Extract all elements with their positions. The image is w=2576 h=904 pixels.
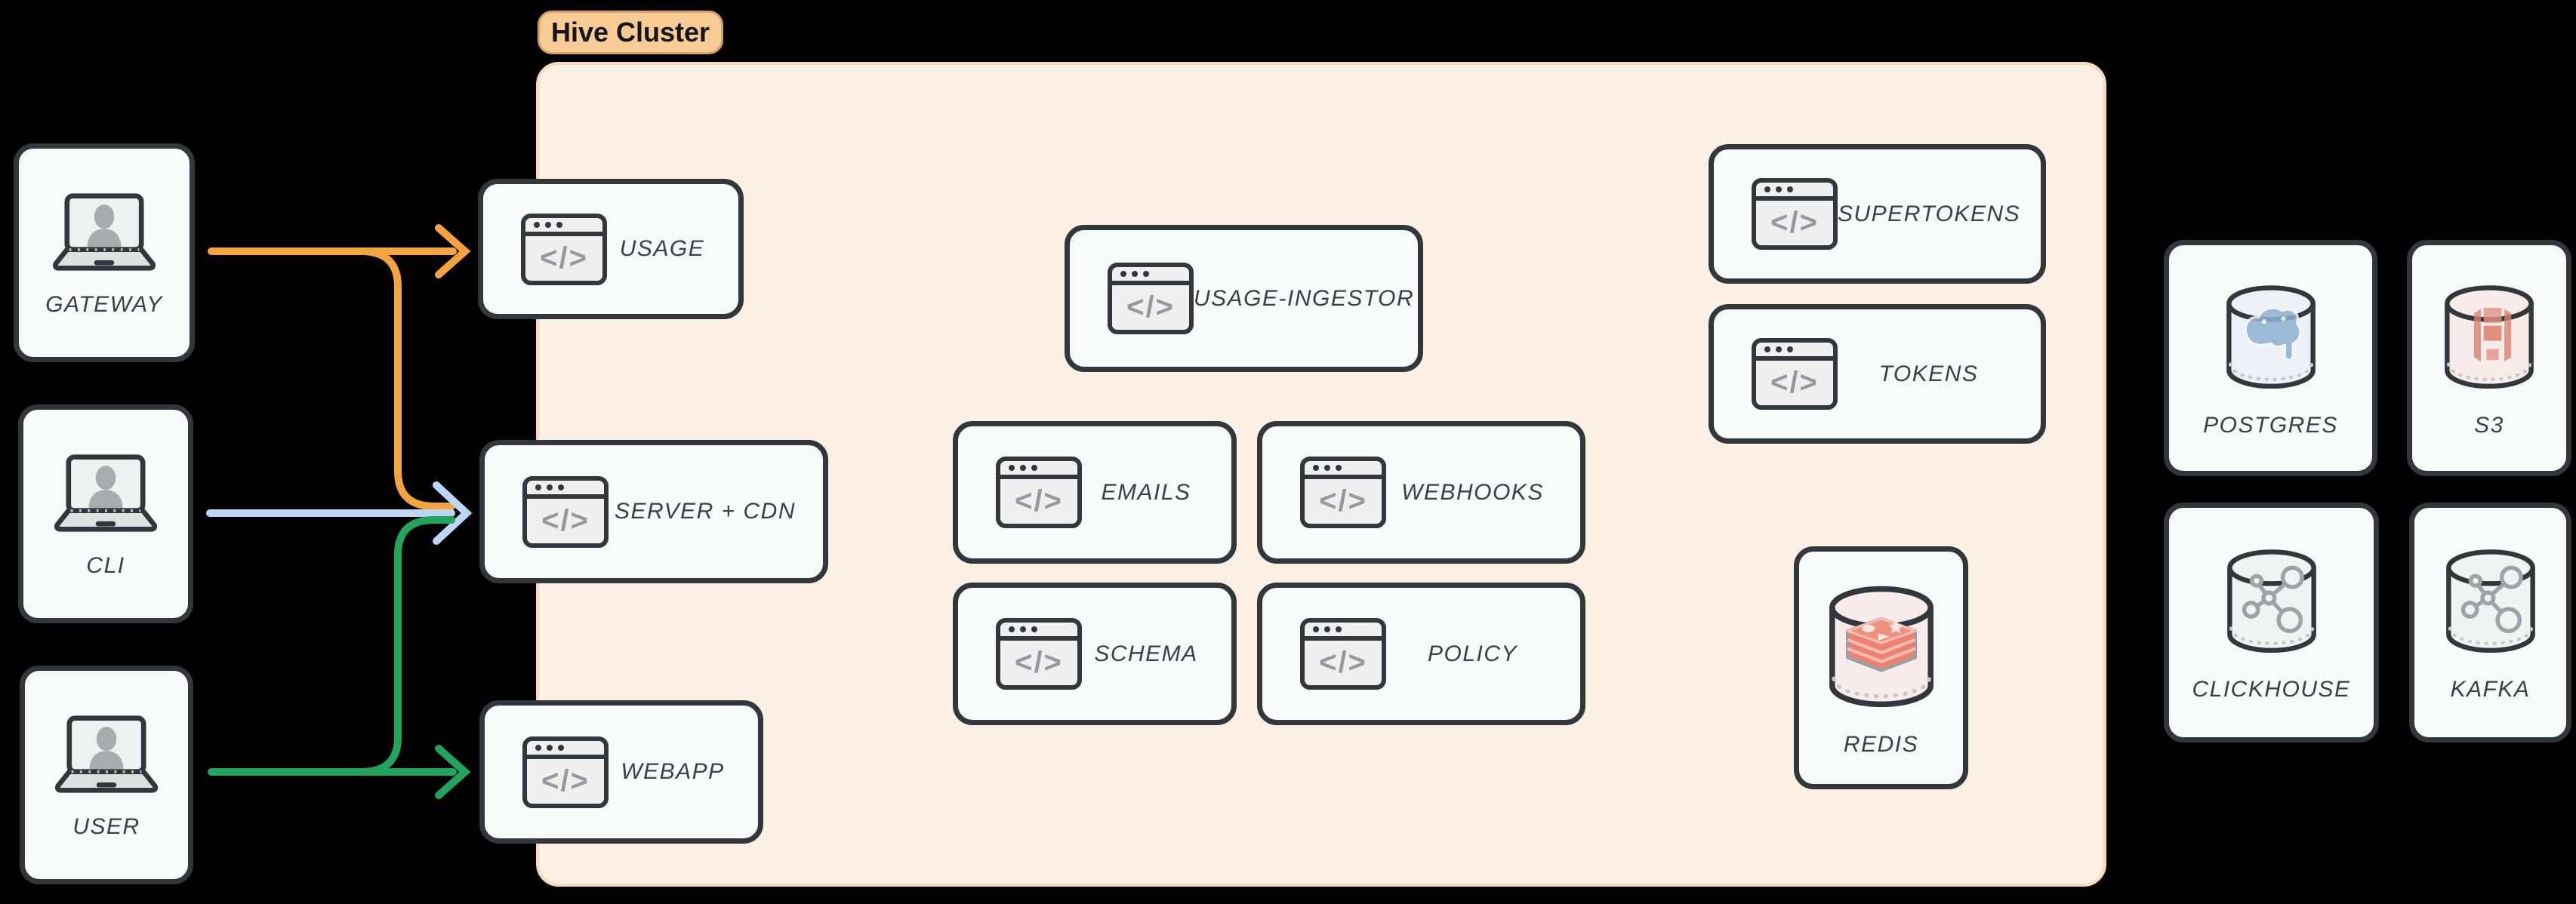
- code-glyph: </>: [1319, 484, 1367, 518]
- service-node-webapp: </> WEBAPP: [479, 700, 763, 844]
- service-node-usage-ingestor: </> USAGE-INGESTOR: [1065, 225, 1423, 372]
- molecule-logo: [2460, 565, 2523, 634]
- service-node-policy: </> POLICY: [1257, 583, 1585, 725]
- db-label: KAFKA: [2450, 677, 2531, 702]
- code-glyph: </>: [540, 241, 588, 275]
- redis-logo: [1845, 617, 1917, 672]
- edge-gateway-orange: [208, 224, 471, 510]
- db-node-clickhouse: CLICKHOUSE: [2164, 503, 2379, 743]
- client-label: CLI: [86, 553, 125, 578]
- db-label: REDIS: [1843, 731, 1919, 757]
- db-node-redis: REDIS: [1794, 546, 1968, 789]
- code-window-icon: </>: [522, 475, 609, 548]
- db-label: S3: [2474, 412, 2504, 438]
- service-node-schema: </> SCHEMA: [953, 583, 1237, 725]
- arrowhead-webapp: [435, 745, 471, 799]
- db-node-kafka: KAFKA: [2409, 503, 2571, 743]
- code-glyph: </>: [1015, 646, 1063, 679]
- service-node-tokens: </> TOKENS: [1709, 304, 2046, 444]
- client-label: USER: [72, 814, 140, 839]
- service-node-server-cdn: </> SERVER + CDN: [479, 440, 828, 583]
- postgres-cylinder-icon: [2226, 284, 2316, 389]
- client-node-cli: CLI: [18, 404, 193, 623]
- service-label: USAGE: [619, 236, 705, 261]
- code-window-icon: </>: [1108, 263, 1194, 334]
- service-label: USAGE-INGESTOR: [1194, 285, 1415, 311]
- service-label: WEBHOOKS: [1401, 479, 1544, 505]
- laptop-user-icon: [52, 193, 156, 271]
- code-window-icon: </>: [996, 457, 1082, 528]
- kafka-cylinder-icon: [2445, 549, 2535, 653]
- hive-cluster-badge: Hive Cluster: [538, 11, 723, 54]
- service-label: TOKENS: [1878, 361, 1979, 386]
- redis-cylinder-icon: [1829, 586, 1934, 707]
- arrowhead-usage: [435, 224, 471, 278]
- molecule-logo: [2242, 565, 2304, 634]
- laptop-user-icon: [54, 715, 159, 793]
- client-node-user: USER: [20, 666, 193, 884]
- service-label: SCHEMA: [1094, 641, 1198, 666]
- service-label: WEBAPP: [621, 759, 725, 784]
- service-node-webhooks: </> WEBHOOKS: [1257, 421, 1585, 564]
- s3-bucket-logo: [2473, 307, 2512, 361]
- code-window-icon: </>: [996, 618, 1082, 690]
- code-window-icon: </>: [1752, 338, 1838, 410]
- code-window-icon: </>: [1752, 178, 1838, 250]
- edge-user-green: [208, 516, 471, 799]
- hive-cluster-badge-label: Hive Cluster: [550, 17, 710, 48]
- client-node-gateway: GATEWAY: [14, 143, 195, 362]
- edge-cli-blue: [206, 481, 473, 545]
- code-glyph: </>: [1770, 366, 1819, 399]
- service-node-usage: </> USAGE: [478, 179, 744, 319]
- code-glyph: </>: [1015, 484, 1063, 518]
- service-label: SUPERTOKENS: [1838, 201, 2021, 226]
- code-glyph: </>: [541, 764, 590, 798]
- code-window-icon: </>: [521, 213, 607, 285]
- arrowhead-server-cdn: [433, 481, 473, 545]
- code-glyph: </>: [1770, 206, 1819, 239]
- client-label: GATEWAY: [45, 292, 163, 317]
- laptop-user-icon: [54, 454, 158, 532]
- service-label: EMAILS: [1101, 479, 1191, 505]
- clickhouse-cylinder-icon: [2226, 549, 2316, 653]
- service-label: POLICY: [1427, 641, 1518, 666]
- db-node-postgres: POSTGRES: [2164, 240, 2377, 476]
- code-window-icon: </>: [1300, 457, 1386, 528]
- code-window-icon: </>: [1300, 618, 1386, 690]
- code-window-icon: </>: [522, 736, 609, 808]
- code-glyph: </>: [1126, 291, 1175, 324]
- code-glyph: </>: [541, 503, 590, 537]
- db-label: POSTGRES: [2203, 412, 2338, 438]
- s3-cylinder-icon: [2445, 284, 2534, 389]
- service-label: SERVER + CDN: [614, 499, 796, 524]
- db-label: CLICKHOUSE: [2192, 677, 2351, 702]
- service-node-supertokens: </> SUPERTOKENS: [1709, 144, 2046, 284]
- db-node-s3: S3: [2407, 240, 2571, 476]
- code-glyph: </>: [1319, 646, 1367, 679]
- postgres-elephant-logo: [2243, 306, 2302, 361]
- service-node-emails: </> EMAILS: [953, 421, 1237, 564]
